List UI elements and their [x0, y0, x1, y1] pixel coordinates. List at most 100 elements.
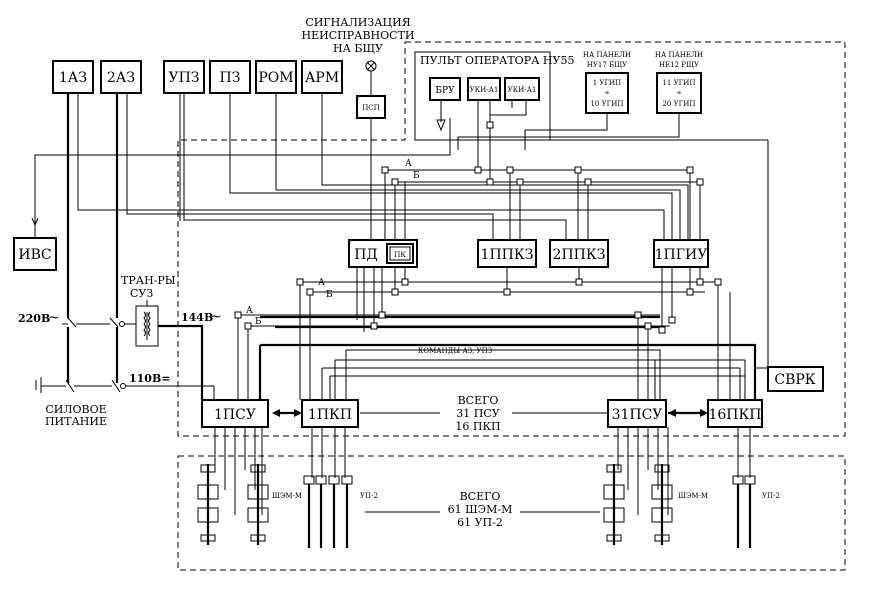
svg-text:НА ПАНЕЛИ: НА ПАНЕЛИ	[655, 51, 703, 59]
panel-ne12-caption: НА ПАНЕЛИ НЕ12 РЩУ	[655, 51, 703, 69]
svg-text:УПЗ: УПЗ	[168, 70, 199, 86]
svg-text:110В=: 110В=	[129, 372, 170, 385]
svg-text:2АЗ: 2АЗ	[107, 70, 135, 86]
box-ugip-11-20: 11 УГИП ÷ 20 УГИП	[656, 72, 702, 114]
svg-text:СВРК: СВРК	[774, 372, 815, 388]
up2-rods-left	[303, 475, 353, 548]
svg-text:СИЛОВОЕ: СИЛОВОЕ	[45, 403, 106, 416]
up2-rods-right	[732, 475, 756, 548]
box-16pkp: 16ПКП	[707, 399, 763, 428]
box-ivs: ИВС	[13, 237, 57, 271]
box-ugip-1-10: 1 УГИП ÷ 10 УГИП	[585, 72, 629, 114]
svg-text:СИГНАЛИЗАЦИЯ: СИГНАЛИЗАЦИЯ	[305, 16, 410, 29]
operator-console-frame	[414, 51, 551, 141]
svg-text:61 УП-2: 61 УП-2	[457, 516, 503, 529]
operator-console-title: ПУЛЬТ ОПЕРАТОРА НУ55	[420, 54, 574, 67]
svg-text:31 ПСУ: 31 ПСУ	[456, 407, 500, 420]
box-31psu: 31ПСУ	[607, 399, 667, 428]
svg-text:АРМ: АРМ	[305, 70, 339, 86]
box-1pgiu: 1ПГИУ	[653, 239, 709, 268]
total-units-label: ВСЕГО 31 ПСУ 16 ПКП	[455, 394, 500, 433]
control-room-enclosure	[177, 41, 846, 437]
svg-text:61 ШЭМ-М: 61 ШЭМ-М	[448, 503, 513, 516]
upper-wiring	[31, 93, 769, 383]
svg-text:11 УГИП: 11 УГИП	[662, 79, 695, 87]
svg-text:144В: 144В	[181, 311, 213, 324]
shem-drive-left-2	[247, 464, 269, 545]
upper-bus-nodes	[381, 121, 704, 186]
box-1ppkz: 1ППКЗ	[477, 239, 537, 268]
svg-text:10 УГИП: 10 УГИП	[590, 100, 623, 108]
svg-text:НА ПАНЕЛИ: НА ПАНЕЛИ	[583, 51, 631, 59]
svg-text:НУ17 БЩУ: НУ17 БЩУ	[587, 61, 628, 69]
commands-label: КОМАНДЫ АЗ, УПЗ	[418, 347, 492, 355]
svg-text:ПД: ПД	[354, 247, 378, 263]
shem-drive-right-2	[651, 464, 673, 545]
svg-text:ПСП: ПСП	[362, 104, 380, 112]
svg-text:ПИТАНИЕ: ПИТАНИЕ	[45, 415, 107, 428]
svg-text:УКИ-А1: УКИ-А1	[508, 86, 537, 94]
svg-text:31ПСУ: 31ПСУ	[612, 407, 663, 423]
box-pz: ПЗ	[209, 60, 251, 94]
svg-text:ПЗ: ПЗ	[220, 70, 241, 86]
box-2ppkz: 2ППКЗ	[549, 239, 609, 268]
shem-drive-left-1	[197, 464, 219, 545]
up2-label-right: УП-2	[762, 492, 780, 500]
power-section: 220В ~ ТРАН-РЫ СУЗ 144В ~ 110В= СИЛОВОЕ …	[18, 274, 222, 428]
bus-b-label-upper: Б	[413, 171, 420, 181]
box-uki-a1-1: УКИ-А1	[467, 77, 501, 101]
svg-text:16ПКП: 16ПКП	[708, 407, 761, 423]
total-drives-label: ВСЕГО 61 ШЭМ-М 61 УП-2	[448, 490, 513, 529]
box-pk: ПК	[386, 243, 414, 264]
svg-text:220В: 220В	[18, 312, 50, 325]
shem-drive-right-1	[603, 464, 625, 545]
box-upz: УПЗ	[163, 60, 205, 94]
box-psp: ПСП	[356, 95, 386, 119]
panel-nu17-caption: НА ПАНЕЛИ НУ17 БЩУ	[583, 51, 631, 69]
svg-text:НА БЩУ: НА БЩУ	[333, 42, 383, 55]
bus-a-label-upper: А	[405, 159, 412, 169]
box-1az: 1АЗ	[52, 60, 94, 94]
alarm-caption: СИГНАЛИЗАЦИЯ НЕИСПРАВНОСТИ НА БЩУ	[302, 16, 415, 55]
svg-text:БРУ: БРУ	[435, 86, 455, 96]
bus-a-label-lower: А	[318, 278, 325, 288]
svg-text:ИВС: ИВС	[18, 247, 51, 263]
svg-text:20 УГИП: 20 УГИП	[662, 100, 695, 108]
box-1psu: 1ПСУ	[201, 399, 269, 428]
svg-text:1ПСУ: 1ПСУ	[214, 407, 256, 423]
svg-text:1ППКЗ: 1ППКЗ	[481, 247, 534, 263]
bus-b-label-lower: Б	[326, 290, 333, 300]
box-1pkp: 1ПКП	[301, 399, 359, 428]
svg-text:÷: ÷	[604, 89, 610, 97]
drives-enclosure	[177, 455, 846, 571]
svg-text:ТРАН-РЫ: ТРАН-РЫ	[121, 274, 176, 287]
svg-text:2ППКЗ: 2ППКЗ	[553, 247, 606, 263]
svg-text:16 ПКП: 16 ПКП	[455, 420, 500, 433]
svg-text:1ПГИУ: 1ПГИУ	[655, 247, 708, 263]
svg-text:ВСЕГО: ВСЕГО	[458, 394, 499, 407]
svg-text:~: ~	[48, 310, 60, 326]
arrowheads	[272, 409, 708, 417]
bus-b-label-low2: Б	[255, 317, 262, 327]
svg-text:НЕИСПРАВНОСТИ: НЕИСПРАВНОСТИ	[302, 29, 415, 42]
svg-text:1АЗ: 1АЗ	[59, 70, 87, 86]
lower-bus-nodes	[234, 278, 722, 334]
alarm-lamp-icon	[365, 60, 377, 96]
svg-text:НЕ12 РЩУ: НЕ12 РЩУ	[659, 61, 699, 69]
box-uki-a1-2: УКИ-А1	[504, 77, 540, 101]
svg-text:УКИ-А1: УКИ-А1	[470, 86, 499, 94]
drive-wiring	[214, 427, 751, 515]
svg-text:ПК: ПК	[394, 251, 406, 259]
up2-label-left: УП-2	[360, 492, 378, 500]
shem-label-right: ШЭМ-М	[678, 492, 708, 500]
box-arm: АРМ	[301, 60, 343, 94]
svg-text:1 УГИП: 1 УГИП	[593, 79, 622, 87]
svg-text:СУЗ: СУЗ	[130, 287, 153, 300]
svg-text:1ПКП: 1ПКП	[308, 407, 352, 423]
box-rom: РОМ	[255, 60, 297, 94]
svg-text:ВСЕГО: ВСЕГО	[460, 490, 501, 503]
svg-text:÷: ÷	[676, 89, 682, 97]
bus-a-label-low2: А	[246, 306, 253, 316]
lower-wiring	[237, 267, 757, 415]
